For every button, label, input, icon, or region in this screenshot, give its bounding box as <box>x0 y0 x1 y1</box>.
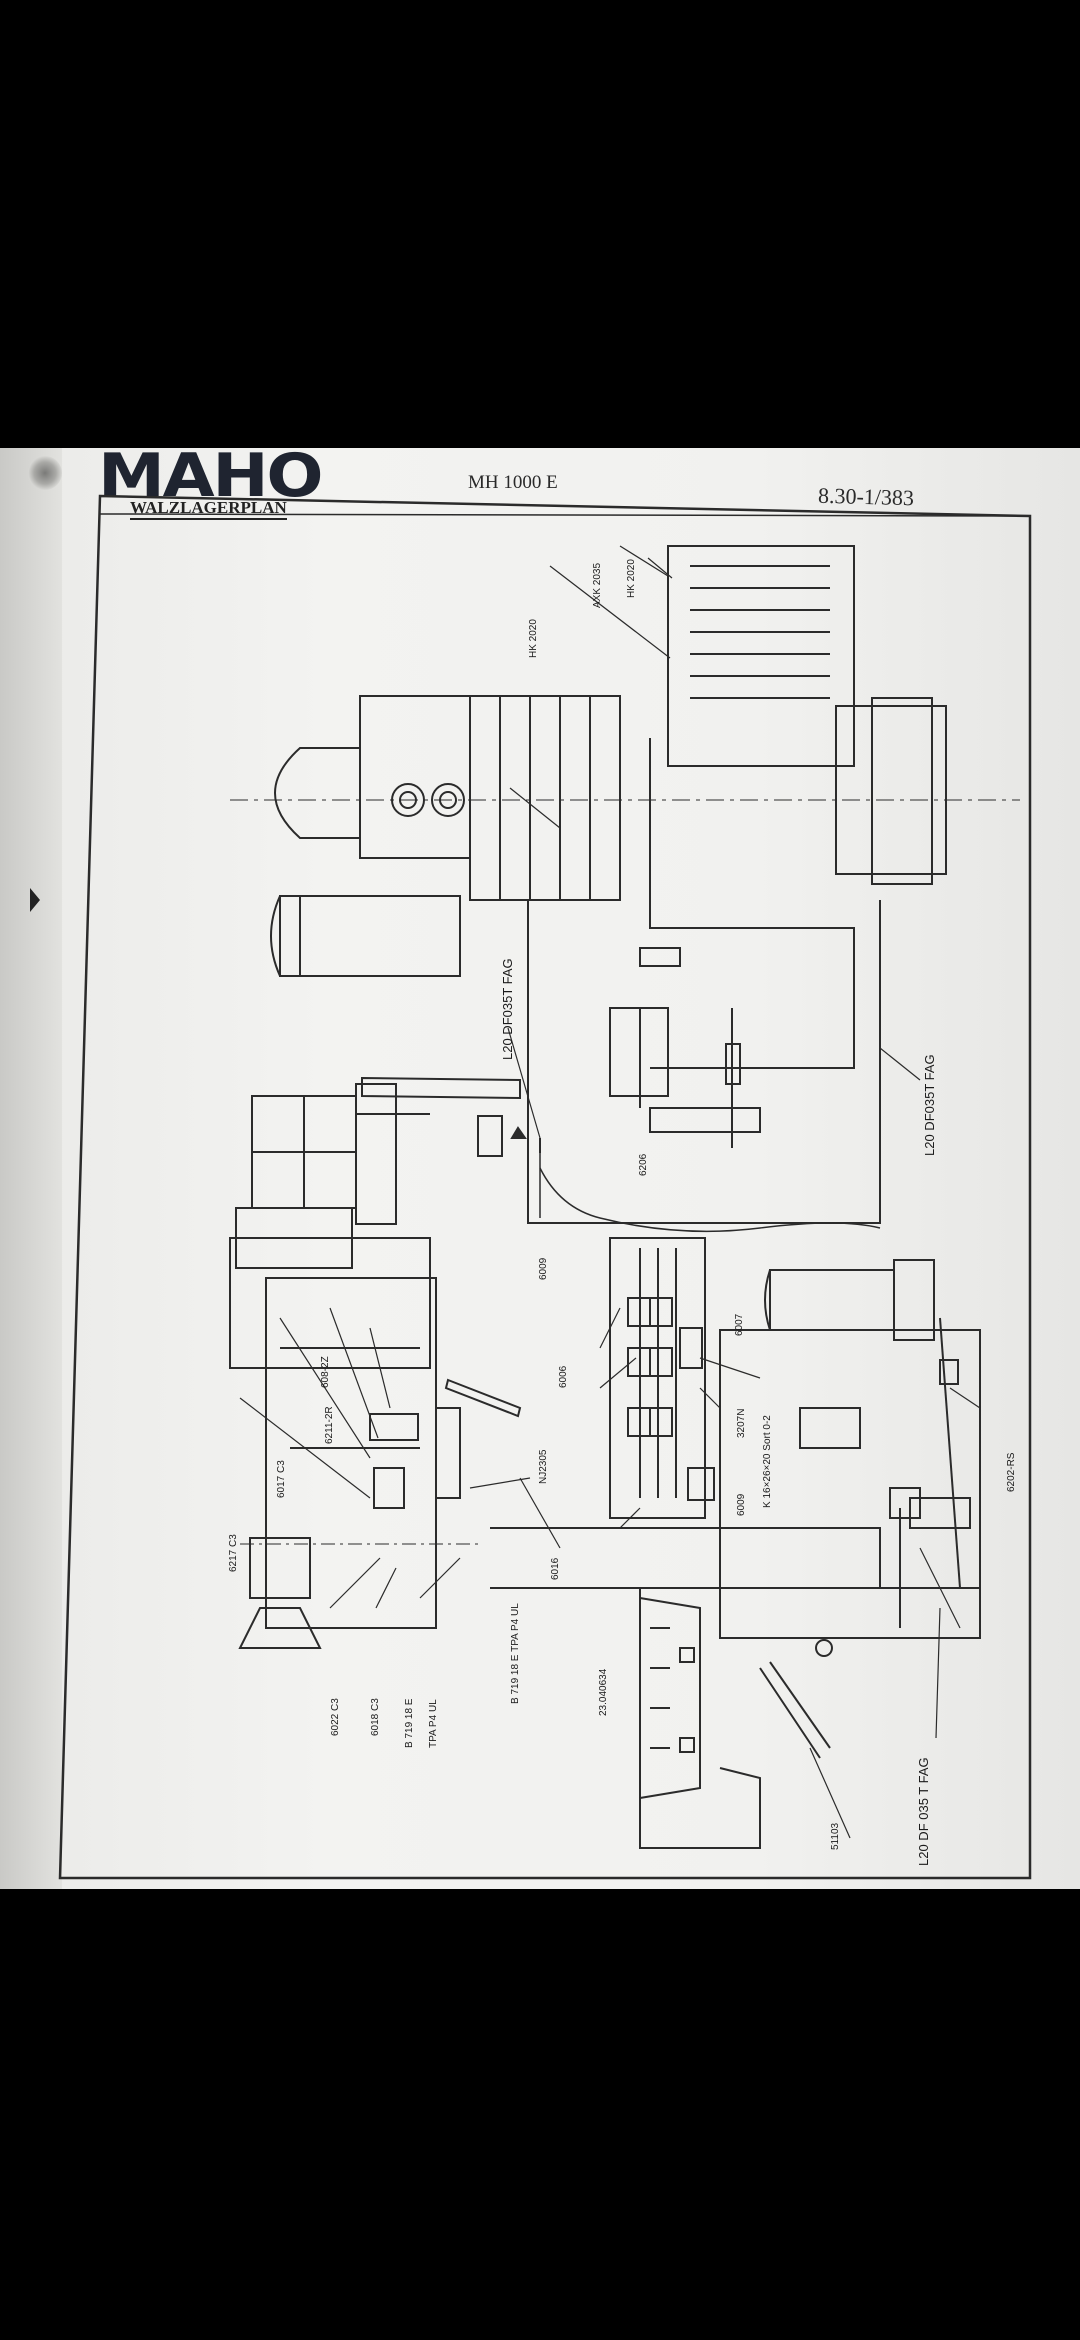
label-6018-c3: 6018 C3 <box>370 1698 381 1736</box>
label-b719-long: B 719 18 E TPA P4 UL <box>510 1603 521 1704</box>
label-6006: 6006 <box>558 1365 569 1388</box>
document-photo: MAHO MH 1000 E 8.30-1/383 WALZLAGERPLAN <box>0 448 1080 1889</box>
gearbox <box>609 1237 715 1519</box>
label-6022-c3: 6022 C3 <box>330 1698 341 1736</box>
label-l20-bottom: L20 DF 035 T FAG <box>916 1757 931 1866</box>
label-6009-bottom: 6009 <box>736 1493 747 1516</box>
shaft-housing <box>527 900 881 1224</box>
machine-column <box>649 545 947 1069</box>
label-b719-line1: B 719 18 E <box>404 1698 415 1748</box>
label-l20-upper: L20 DF035T FAG <box>500 958 515 1060</box>
bearing-plan-drawing <box>58 494 1032 1880</box>
motor-body <box>355 1083 397 1225</box>
label-hk2020-a: HK 2020 <box>528 619 539 658</box>
spindle-head <box>230 695 1020 901</box>
label-6009-top: 6009 <box>538 1257 549 1280</box>
direction-arrow <box>444 1378 522 1418</box>
label-6206: 6206 <box>638 1153 649 1176</box>
model-name: MH 1000 E <box>468 472 558 493</box>
drawing-frame <box>58 494 1032 1880</box>
label-23040634: 23.040634 <box>598 1668 609 1716</box>
adjacent-page-edge <box>0 448 62 1889</box>
gear-train <box>609 1007 761 1148</box>
label-nj2305: NJ2305 <box>538 1449 549 1484</box>
upper-shaft <box>361 1076 521 1100</box>
label-k16: K 16×26×20 Sort 0-2 <box>762 1415 773 1508</box>
spindle-assembly <box>229 1237 480 1649</box>
label-6007: 6007 <box>734 1313 745 1336</box>
label-b719-line2: TPA P4 UL <box>428 1699 439 1748</box>
lower-column <box>719 1259 981 1639</box>
label-6016: 6016 <box>550 1557 561 1580</box>
sheet-title: WALZLAGERPLAN <box>130 498 287 520</box>
label-axk2035: AXK 2035 <box>592 562 603 608</box>
leader-lines <box>239 545 981 1839</box>
punch-hole <box>28 456 62 490</box>
label-6217-c3: 6217 C3 <box>228 1534 239 1572</box>
label-hk2020-b: HK 2020 <box>626 559 637 598</box>
page-marker-arrow <box>30 888 40 912</box>
label-6211-2r: 6211-2R <box>324 1406 335 1444</box>
label-l20-right: L20 DF035T FAG <box>922 1054 937 1156</box>
motor <box>270 895 681 977</box>
label-6202-rs: 6202-RS <box>1006 1452 1017 1492</box>
machine-base <box>490 1487 980 1849</box>
label-51103: 51103 <box>830 1822 841 1850</box>
label-608-2z: 608-2Z <box>320 1356 331 1388</box>
break-line <box>539 1167 881 1233</box>
label-3207n: 3207N <box>736 1408 747 1438</box>
label-6017-c3: 6017 C3 <box>276 1460 287 1498</box>
frame-top-rule <box>99 513 1031 517</box>
